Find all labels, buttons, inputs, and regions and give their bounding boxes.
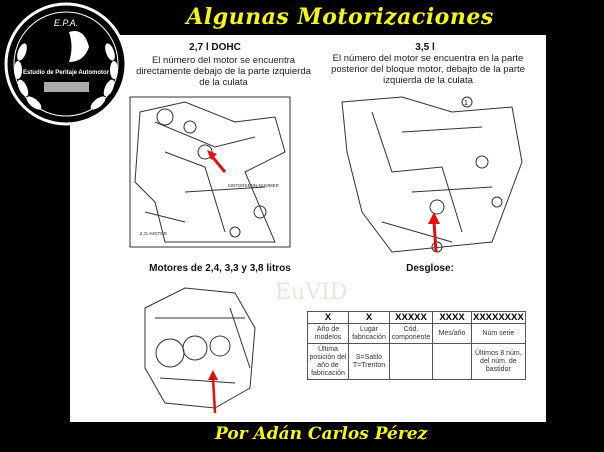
meaning-cell: Núm serie [471,323,526,344]
code-cell: XXXXX [389,311,433,324]
figure-label: 2,7L-MOTOR [140,231,168,236]
watermark: EuVID [275,280,348,305]
callout-label: 1 [464,100,468,107]
code-cell: XXXX [432,311,472,324]
logo-text: Estudio de Peritaje Automotor [23,70,110,76]
breakdown-heading: Desglose: [406,263,454,274]
engine-27-description: El número del motor se encuentra directa… [136,55,311,88]
meaning-cell: Mes/año [432,323,472,344]
meaning-cell: Cód. componente [389,323,433,344]
content-panel: EuVID 2,7 l DOHC El número del motor se … [70,35,546,422]
figure-label: MOTORKENN-NUMMER [228,183,280,188]
engine-35-heading: 3,5 l [415,42,435,53]
engines-24-33-38-heading: Motores de 2,4, 3,3 y 3,8 litros [149,263,291,274]
slide-title: Algunas Motorizaciones [186,4,494,30]
meaning-cell: Lugar fabricación [348,323,390,344]
epa-logo: E.P.A. Estudio de Peritaje Automotor [4,2,128,126]
engine-v6-illustration [144,287,256,414]
detail-cell [432,343,472,380]
engine-27-illustration: MOTORKENN-NUMMER 2,7L-MOTOR [129,96,291,248]
code-cell: X [307,311,349,324]
detail-cell [389,343,433,380]
logo-text: E.P.A. [54,18,78,28]
detail-cell: Última posición del año de fabricación [307,343,349,380]
author-footer: Por Adán Carlos Pérez [215,424,428,444]
detail-cell: S=Satilo T=Trenton [348,343,390,380]
engine-27-heading: 2,7 l DOHC [189,42,241,53]
engine-35-illustration: 1 [341,96,523,253]
code-cell: XXXXXXXX [471,311,526,324]
engine-number-breakdown-table: X X XXXXX XXXX XXXXXXXX Año de modelos L… [307,311,526,380]
code-cell: X [348,311,390,324]
meaning-cell: Año de modelos [307,323,349,344]
engine-35-description: El número del motor se encuentra en la p… [331,53,525,86]
detail-cell: Últimos 8 núm. del núm. de bastidor [471,343,526,380]
